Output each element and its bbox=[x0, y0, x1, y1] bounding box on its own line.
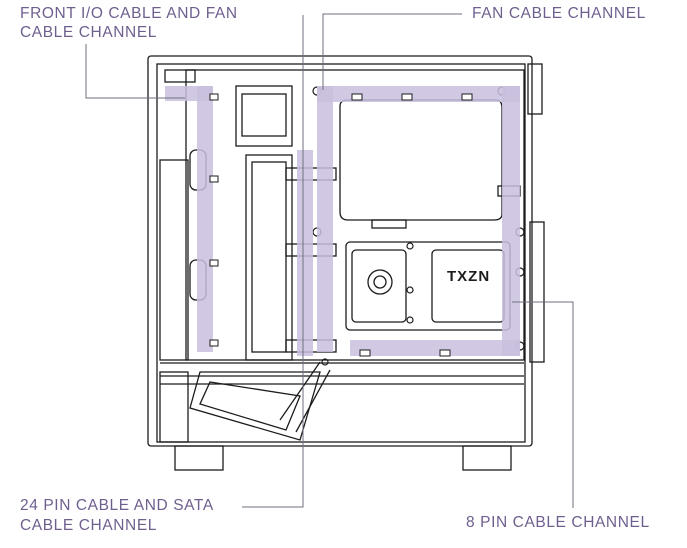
leader-front-io bbox=[85, 44, 185, 99]
label-front-io-line1: FRONT I/O CABLE AND FAN bbox=[20, 5, 238, 22]
case-inner-frame bbox=[156, 63, 526, 443]
screw bbox=[321, 358, 329, 366]
case-outline bbox=[147, 55, 533, 447]
bottom-fan bbox=[189, 371, 321, 441]
bottom-fan-blade bbox=[199, 381, 301, 431]
tie-point bbox=[359, 349, 371, 357]
case-foot-left bbox=[174, 445, 224, 471]
leader-8pin bbox=[512, 301, 574, 508]
case-front-lip bbox=[527, 63, 543, 115]
fan-channel-vertical bbox=[317, 86, 333, 352]
label-fan-cable-channel: FAN CABLE CHANNEL bbox=[472, 5, 646, 22]
ssd-bracket bbox=[235, 85, 293, 147]
pin24-channel bbox=[297, 150, 313, 356]
tie-point bbox=[209, 93, 219, 101]
pin8-channel-vertical bbox=[502, 86, 520, 356]
fan-radiator bbox=[245, 154, 293, 361]
fan-radiator-inner bbox=[251, 161, 287, 353]
label-front-io-line2: CABLE CHANNEL bbox=[20, 24, 158, 41]
fan-channel-top bbox=[317, 86, 520, 102]
tie-point bbox=[209, 339, 219, 347]
front-io-channel bbox=[197, 86, 213, 352]
motherboard-tray bbox=[185, 69, 525, 361]
pin8-channel-bottom bbox=[350, 340, 520, 356]
rear-screw-plate bbox=[529, 221, 545, 363]
fan-strut-2 bbox=[295, 369, 331, 433]
tie-point bbox=[439, 349, 451, 357]
reservoir-tab bbox=[371, 219, 407, 229]
case-foot-right bbox=[462, 445, 512, 471]
tie-point bbox=[209, 175, 219, 183]
pump-left-ring bbox=[367, 269, 393, 295]
rear-panel bbox=[159, 159, 189, 361]
psu-logo: TXZN bbox=[447, 268, 490, 285]
front-io-module bbox=[164, 69, 196, 83]
pump-left-core bbox=[373, 275, 387, 289]
label-24pin-line1: 24 PIN CABLE AND SATA bbox=[20, 497, 214, 514]
tie-point bbox=[461, 93, 473, 101]
pump-right bbox=[431, 249, 505, 323]
label-8pin-channel: 8 PIN CABLE CHANNEL bbox=[466, 514, 650, 531]
tie-point bbox=[401, 93, 413, 101]
screw bbox=[406, 286, 414, 294]
label-24pin-line2: CABLE CHANNEL bbox=[20, 517, 158, 534]
tie-point bbox=[209, 259, 219, 267]
screw bbox=[406, 242, 414, 250]
fan-strut bbox=[279, 361, 321, 421]
reservoir bbox=[339, 99, 503, 221]
pump-frame bbox=[345, 241, 511, 331]
drive-bay bbox=[159, 371, 189, 443]
leader-24pin bbox=[242, 15, 304, 508]
pump-left bbox=[351, 249, 407, 323]
leader-fan-cable bbox=[322, 13, 462, 90]
ssd-bracket-inner bbox=[241, 93, 287, 137]
screw bbox=[406, 316, 414, 324]
tie-point bbox=[351, 93, 363, 101]
